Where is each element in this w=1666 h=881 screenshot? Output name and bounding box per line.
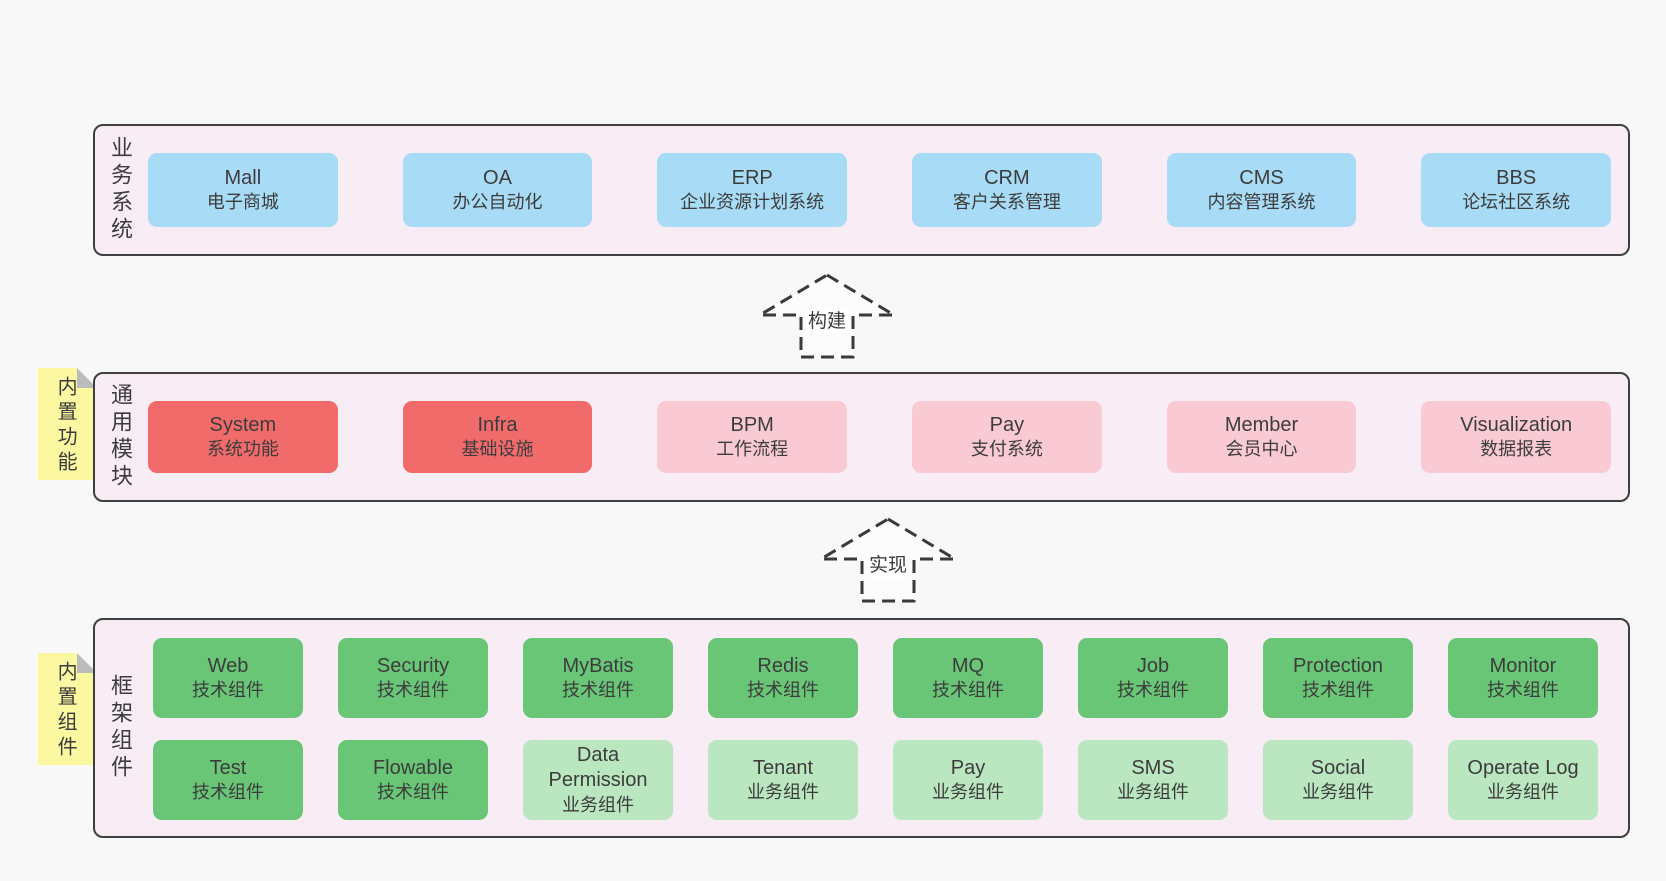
box-visualization: Visualization 数据报表 (1421, 401, 1612, 473)
box-flowable: Flowable 技术组件 (338, 740, 488, 820)
box-bbs: BBS 论坛社区系统 (1421, 153, 1612, 227)
box-erp: ERP 企业资源计划系统 (657, 153, 848, 227)
box-mq: MQ 技术组件 (893, 638, 1043, 718)
box-bpm: BPM 工作流程 (657, 401, 848, 473)
box-test: Test 技术组件 (153, 740, 303, 820)
sticky-tab-builtin-features: 内置功能 (38, 368, 97, 480)
box-protection: Protection 技术组件 (1263, 638, 1413, 718)
box-mall: Mall 电子商城 (148, 153, 338, 227)
common-modules-section: 通用模块 System 系统功能 Infra 基础设施 BPM 工作流程 Pay… (93, 372, 1630, 502)
framework-components-label: 框架组件 (108, 674, 133, 782)
box-monitor: Monitor 技术组件 (1448, 638, 1598, 718)
box-oa: OA 办公自动化 (402, 153, 593, 227)
folded-corner-icon (77, 368, 97, 388)
box-tenant: Tenant 业务组件 (708, 740, 858, 820)
box-data-permission: Data Permission 业务组件 (523, 740, 673, 820)
box-operate-log: Operate Log 业务组件 (1448, 740, 1598, 820)
business-systems-label: 业务系统 (108, 136, 133, 244)
box-pay-biz: Pay 业务组件 (893, 740, 1043, 820)
framework-components-section: 框架组件 Web 技术组件 Security 技术组件 MyBatis 技术组件… (93, 618, 1630, 838)
framework-row-2: Test 技术组件 Flowable 技术组件 Data Permission … (153, 740, 1598, 820)
build-arrow: 构建 (757, 272, 897, 360)
sticky-tab-label: 内置功能 (54, 376, 77, 477)
box-job: Job 技术组件 (1078, 638, 1228, 718)
box-redis: Redis 技术组件 (708, 638, 858, 718)
box-member: Member 会员中心 (1166, 401, 1357, 473)
business-systems-row: Mall 电子商城 OA 办公自动化 ERP 企业资源计划系统 CRM 客户关系… (148, 153, 1612, 227)
sticky-tab-label: 内置组件 (54, 661, 77, 762)
box-security: Security 技术组件 (338, 638, 488, 718)
sticky-tab-builtin-components: 内置组件 (38, 653, 97, 765)
box-cms: CMS 内容管理系统 (1166, 153, 1357, 227)
framework-row-1: Web 技术组件 Security 技术组件 MyBatis 技术组件 Redi… (153, 638, 1598, 718)
implement-arrow: 实现 (818, 516, 958, 604)
box-social: Social 业务组件 (1263, 740, 1413, 820)
box-mybatis: MyBatis 技术组件 (523, 638, 673, 718)
common-modules-row: System 系统功能 Infra 基础设施 BPM 工作流程 Pay 支付系统… (148, 401, 1612, 473)
framework-components-grid: Web 技术组件 Security 技术组件 MyBatis 技术组件 Redi… (153, 638, 1598, 820)
box-system: System 系统功能 (148, 401, 338, 473)
box-web: Web 技术组件 (153, 638, 303, 718)
box-crm: CRM 客户关系管理 (912, 153, 1102, 227)
folded-corner-icon (77, 653, 97, 673)
box-sms: SMS 业务组件 (1078, 740, 1228, 820)
common-modules-label: 通用模块 (108, 383, 133, 491)
box-infra: Infra 基础设施 (402, 401, 593, 473)
implement-arrow-label: 实现 (865, 554, 911, 578)
box-pay: Pay 支付系统 (912, 401, 1102, 473)
business-systems-section: 业务系统 Mall 电子商城 OA 办公自动化 ERP 企业资源计划系统 CRM… (93, 124, 1630, 256)
build-arrow-label: 构建 (804, 310, 850, 334)
